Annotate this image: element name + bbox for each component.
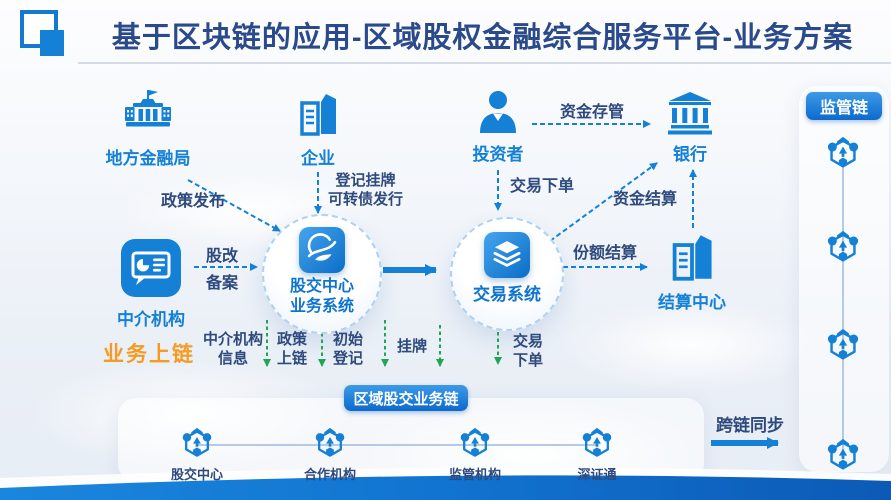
blockchain-node-icon	[825, 230, 861, 266]
bank-icon	[668, 92, 712, 135]
arrow-policy-publish	[187, 179, 281, 232]
chain-node-exchange-center: 股交中心	[163, 427, 231, 483]
flow-label-share-reform: 股改 备案	[195, 243, 249, 297]
onchain-label-listing: 挂牌	[396, 338, 427, 355]
label-line2: 下单	[512, 352, 543, 369]
regulatory-chain-node-1	[825, 136, 861, 177]
intermediary-board-icon	[121, 239, 181, 297]
chain-node-partner: 合作机构	[296, 427, 364, 483]
regulatory-chain-node-2	[825, 230, 861, 271]
flow-label-policy-publish: 政策发布	[160, 193, 225, 210]
node-intermediary: 中介机构	[96, 238, 206, 330]
regulatory-chain-node-4	[825, 438, 861, 479]
flow-label-order-top: 交易下单	[510, 178, 575, 195]
flow-label-line1: 登记挂牌	[335, 172, 396, 189]
blockchain-node-icon	[313, 427, 347, 461]
node-label: 地方金融局	[105, 149, 191, 168]
exchange-logo-icon	[307, 233, 337, 261]
flow-label-line2: 备案	[205, 275, 238, 292]
blockchain-node-icon	[458, 427, 492, 461]
investor-person-icon	[480, 91, 516, 133]
arrow-fund-settlement	[549, 162, 658, 242]
layers-icon	[493, 241, 521, 267]
blockchain-node-icon	[580, 427, 614, 461]
chain-node-label: 股交中心	[170, 467, 223, 482]
onchain-label-order: 交易 下单	[498, 332, 558, 370]
node-investor: 投资者	[448, 88, 548, 165]
blockchain-node-icon	[180, 427, 214, 461]
node-local-finance-bureau: 地方金融局	[95, 90, 201, 169]
flow-label-line2: 可转债发行	[328, 191, 404, 208]
flow-label-fund-settlement: 资金结算	[612, 191, 677, 208]
chain-node-label: 深证通	[577, 467, 617, 482]
onchain-label-policy: 政策 上链	[262, 330, 322, 368]
onchain-label-intermediary-info: 中介机构 信息	[198, 330, 268, 368]
trading-system-app-icon	[484, 232, 530, 278]
flow-label-registration: 登记挂牌 可转债发行	[328, 171, 403, 209]
chain-node-label: 监管机构	[448, 467, 501, 482]
footer-wave-blue	[0, 475, 891, 500]
label-line1: 中介机构	[202, 331, 263, 348]
node-label-line2: 业务系统	[289, 298, 354, 315]
business-on-chain-label: 业务上链	[103, 343, 195, 366]
label-line1: 交易	[512, 333, 543, 350]
regulatory-chain-node-3	[825, 328, 861, 369]
flow-label-fund-custody: 资金存管	[559, 104, 624, 121]
flow-label-quota-settlement: 份额结算	[572, 245, 637, 262]
cloud-decoration	[560, 300, 820, 390]
chain-node-szt: 深证通	[563, 427, 631, 483]
label-line2: 登记	[332, 350, 363, 367]
node-settlement-center: 结算中心	[642, 230, 742, 313]
slide-logo-icon-fill	[40, 30, 64, 56]
cross-chain-sync-label: 跨链同步	[716, 416, 784, 435]
node-enterprise: 企业	[268, 90, 368, 169]
label-line1: 初始	[332, 331, 363, 348]
node-label: 银行	[673, 145, 707, 164]
blockchain-node-icon	[825, 328, 861, 364]
enterprise-buildings-icon	[300, 94, 336, 136]
label-line2: 上链	[276, 350, 307, 367]
chain-node-regulator: 监管机构	[441, 427, 509, 483]
settlement-buildings-icon	[672, 235, 712, 281]
node-label: 中介机构	[117, 310, 185, 329]
exchange-center-app-icon	[299, 227, 345, 273]
node-label: 企业	[301, 149, 335, 168]
business-chain-title: 区域股交业务链	[344, 385, 468, 411]
chain-node-label: 合作机构	[303, 467, 356, 482]
onchain-label-initial-reg: 初始 登记	[318, 330, 378, 368]
node-label: 投资者	[472, 145, 524, 164]
node-bank: 银行	[640, 92, 740, 165]
blockchain-node-icon	[825, 438, 861, 474]
node-trading-system: 交易系统	[450, 217, 564, 331]
regulatory-chain-title: 监管链	[806, 92, 882, 120]
blockchain-node-icon	[825, 136, 861, 172]
page-title: 基于区块链的应用-区域股权金融综合服务平台-业务方案	[111, 22, 854, 54]
label-line2: 信息	[217, 350, 248, 367]
node-exchange-center-system: 股交中心 业务系统	[262, 214, 382, 334]
node-label: 交易系统	[473, 285, 541, 304]
header-divider	[78, 62, 891, 64]
government-building-icon	[125, 90, 171, 127]
node-label-line1: 股交中心	[289, 278, 354, 295]
footer-wave	[0, 467, 891, 500]
flow-label-line1: 股改	[205, 248, 238, 265]
label-line1: 政策	[276, 331, 307, 348]
node-label: 结算中心	[658, 293, 726, 312]
